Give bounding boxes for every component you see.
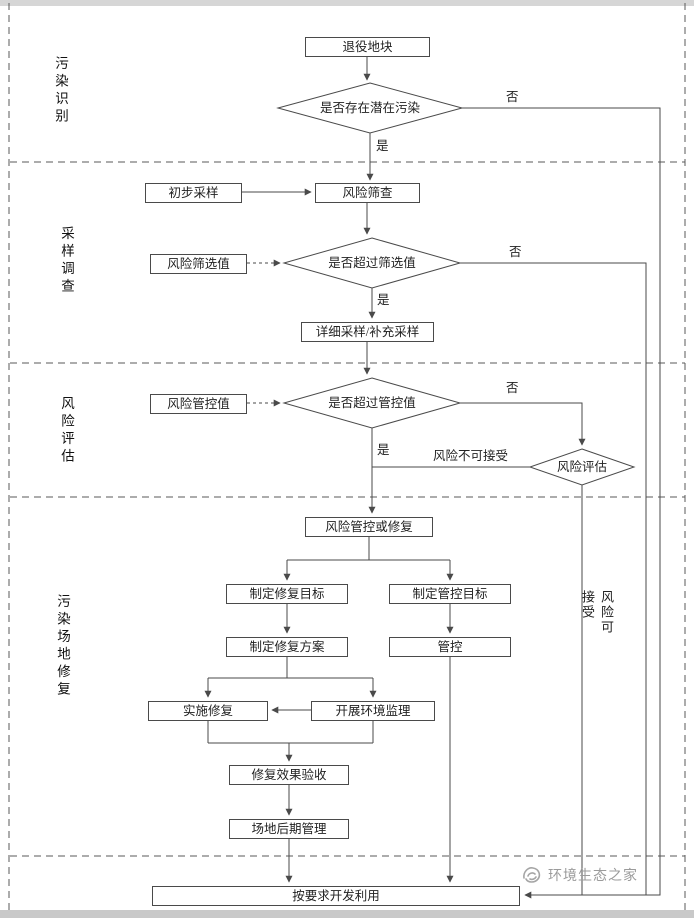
edge-label-risk-acceptable: 风险可接受 — [580, 590, 614, 635]
decision-risk-assessment-label: 风险评估 — [556, 459, 607, 474]
node-develop-utilize: 按要求开发利用 — [152, 886, 520, 906]
node-screening-value: 风险筛选值 — [150, 254, 247, 274]
edge-label-yes-1: 是 — [376, 139, 389, 153]
decision-potential-pollution-label: 是否存在潜在污染 — [319, 100, 420, 115]
watermark-text: 环境生态之家 — [548, 869, 638, 884]
node-control-value: 风险管控值 — [150, 394, 247, 414]
decision-potential-pollution-shape — [276, 82, 464, 134]
decision-exceed-screening-label: 是否超过筛选值 — [328, 255, 416, 270]
edge-label-risk-unacceptable: 风险不可接受 — [433, 449, 509, 463]
lane-label-assessment: 风险评估 — [59, 396, 74, 466]
lane-separators — [8, 3, 686, 915]
lane-label-identification: 污染识别 — [53, 56, 68, 126]
edge-split-goals — [287, 536, 450, 561]
node-site-management: 场地后期管理 — [229, 819, 349, 839]
node-control-goal: 制定管控目标 — [389, 584, 511, 604]
decision-risk-assessment-shape — [528, 448, 636, 486]
solid-edges — [204, 56, 661, 899]
edge-label-no-3: 否 — [506, 381, 519, 395]
decision-exceed-control-shape — [282, 377, 462, 429]
node-risk-screening: 风险筛查 — [315, 183, 420, 203]
lane-label-remediation: 污染场地修复 — [55, 594, 70, 699]
decision-exceed-screening-shape — [282, 237, 462, 289]
edge-decision3-no — [460, 402, 586, 446]
watermark: 环境生态之家 — [520, 864, 638, 886]
node-control: 管控 — [389, 637, 511, 657]
dotted-edges — [247, 259, 281, 407]
edge-merge-implement — [207, 721, 374, 744]
lane-label-sampling: 采样调查 — [59, 226, 74, 296]
node-detailed-sampling: 详细采样/补充采样 — [301, 322, 434, 342]
edge-label-yes-3: 是 — [377, 443, 390, 457]
decision-exceed-control-label: 是否超过管控值 — [328, 395, 416, 410]
node-retired-plot: 退役地块 — [305, 37, 430, 57]
node-preliminary-sampling: 初步采样 — [145, 183, 242, 203]
page-bottom-edge — [0, 910, 694, 918]
node-remediation-plan: 制定修复方案 — [226, 637, 348, 657]
node-control-or-remediation: 风险管控或修复 — [305, 517, 433, 537]
node-env-supervision: 开展环境监理 — [311, 701, 435, 721]
edge-label-no-2: 否 — [509, 245, 522, 259]
node-effect-acceptance: 修复效果验收 — [229, 765, 349, 785]
page-top-edge — [0, 0, 694, 6]
edge-label-yes-2: 是 — [377, 293, 390, 307]
node-implement-remediation: 实施修复 — [148, 701, 268, 721]
decision-shapes — [276, 82, 636, 486]
edge-decision2-no — [460, 262, 647, 895]
edge-decision1-no — [462, 107, 661, 899]
node-remediation-goal: 制定修复目标 — [226, 584, 348, 604]
edge-split-implement — [208, 656, 373, 679]
edge-label-no-1: 否 — [506, 90, 519, 104]
watermark-logo-icon — [523, 867, 541, 883]
